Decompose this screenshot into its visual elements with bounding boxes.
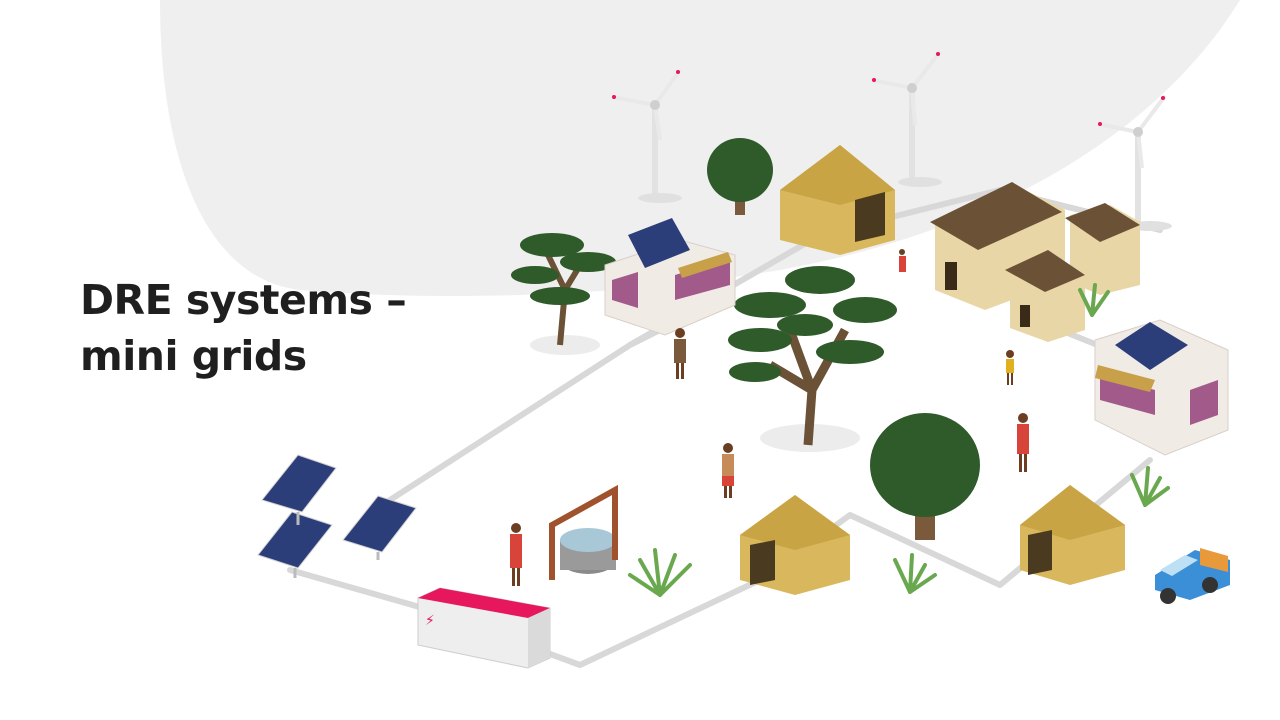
ground [260,280,1240,690]
pickup-truck [1155,548,1230,604]
acacia-tree [511,233,616,355]
mud-house [1005,250,1085,342]
grass-plant [628,283,1170,597]
mud-house [1065,203,1140,295]
wind-turbine [611,68,682,203]
cabin [604,218,736,336]
hut [740,495,850,595]
villager [722,443,734,498]
solar-panel [1115,322,1188,370]
tree [870,413,980,540]
title-line-2: mini grids [80,332,307,380]
solar-panel [628,218,690,268]
wind-turbine [871,50,942,187]
villager [1017,413,1029,472]
slide-title: DRE systems – mini grids [80,272,407,384]
villager [899,249,906,272]
title-line-1: DRE systems – [80,276,407,324]
villager [674,328,686,379]
tree [707,138,773,215]
cabin [1094,319,1229,456]
acacia-tree [728,266,897,452]
svg-text:⚡: ⚡ [425,613,435,629]
hut [780,145,895,255]
villager [510,523,522,586]
solar-panel [257,454,417,578]
villager [1006,350,1014,385]
battery-storage: ⚡ [417,587,551,669]
water-well [549,484,618,580]
hut [1020,485,1125,585]
